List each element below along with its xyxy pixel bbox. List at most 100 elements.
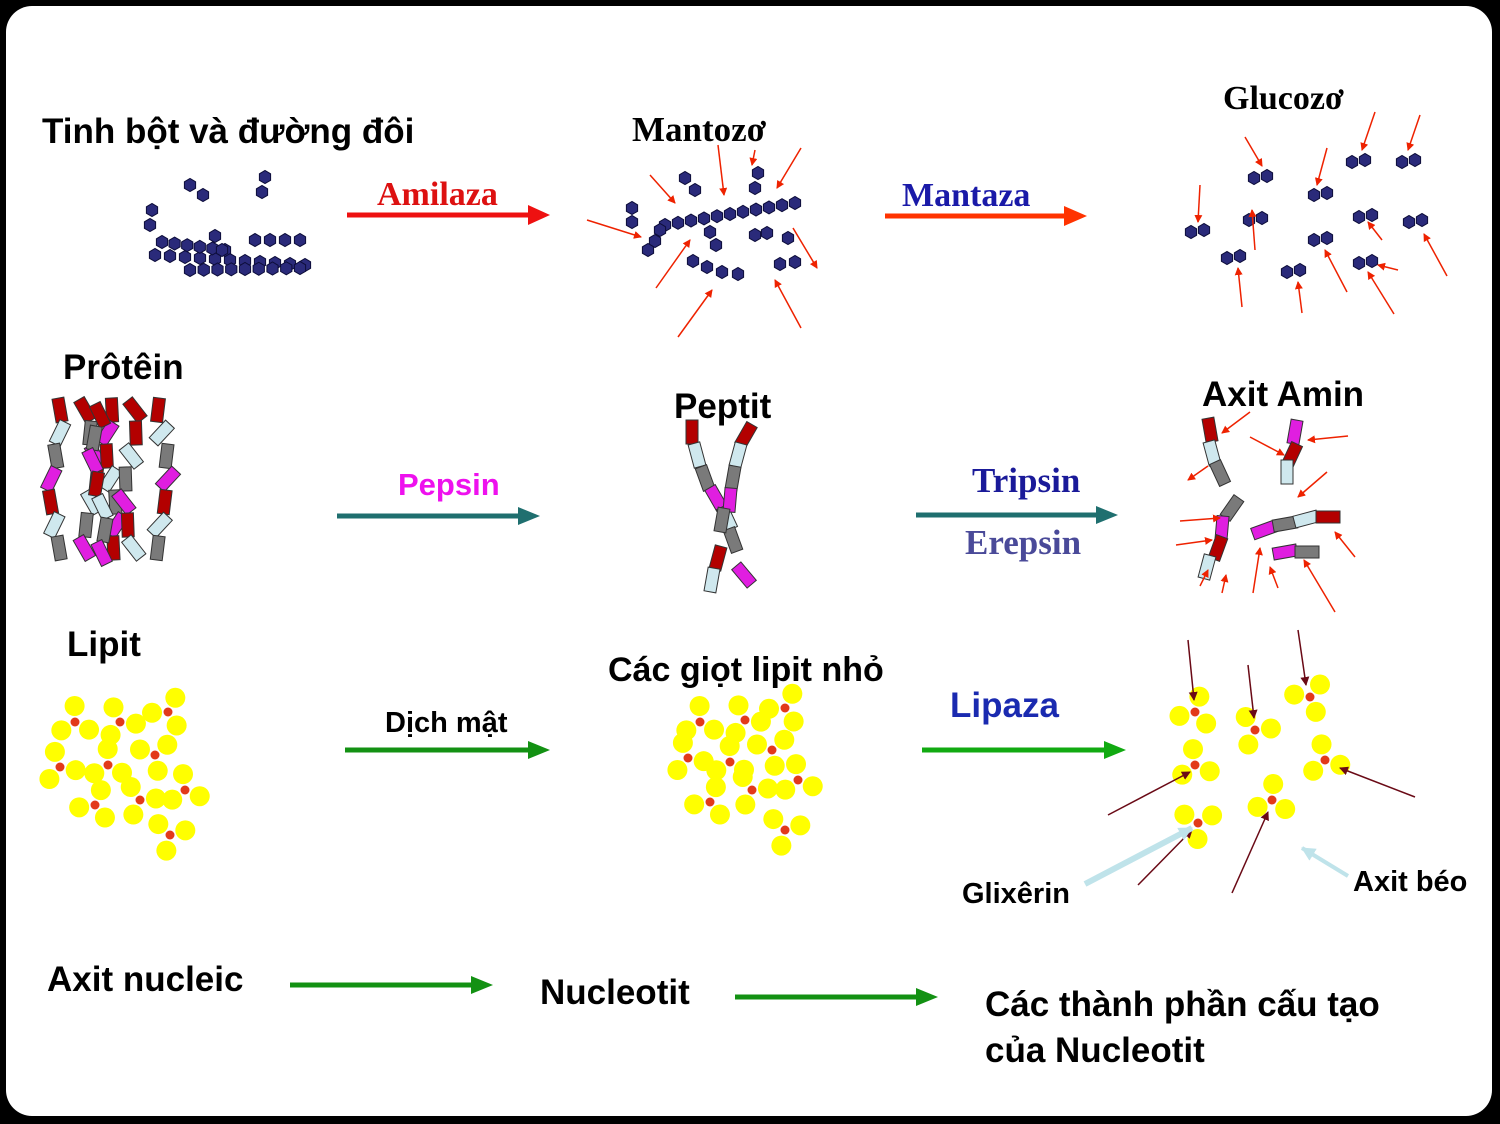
enzyme-pointer	[1248, 209, 1257, 251]
protein-label: Prôtêin	[63, 348, 184, 387]
amino-acid-unit	[99, 443, 114, 469]
glucose-unit	[293, 260, 307, 276]
fatty-acid-droplet	[1196, 713, 1217, 734]
lipid-cluster	[39, 687, 210, 861]
glucose-unit	[1184, 224, 1198, 240]
nucleotit-components-line-2: của Nucleotit	[985, 1031, 1205, 1070]
enzyme-pointer	[1249, 436, 1285, 456]
amino-acid-unit	[156, 488, 173, 516]
amino-acid-unit	[1286, 418, 1304, 446]
glixerin-pointer	[1083, 825, 1194, 887]
fatty-acid-droplet	[65, 760, 86, 781]
starch-molecule	[143, 169, 312, 278]
fatty-acid-droplet	[764, 755, 785, 776]
fatty-acid-droplet	[705, 777, 726, 798]
amino-acid-enzyme-pointers	[1175, 411, 1356, 613]
glucose-unit	[1358, 152, 1372, 168]
glycerol-dot	[70, 717, 80, 727]
enzyme-pointer	[1244, 136, 1263, 167]
glycerol-dot	[725, 757, 735, 767]
maltose-enzyme-pointers	[586, 144, 818, 338]
glucose-unit	[700, 259, 714, 275]
fatty-acid-droplet	[684, 794, 705, 815]
amino-acid-unit	[1271, 543, 1299, 561]
fatty-acid-droplet	[783, 711, 804, 732]
amino-acid-unit	[41, 488, 60, 516]
enzyme-pointer	[649, 174, 676, 204]
amino-acid-unit	[118, 466, 133, 492]
amino-acid-molecules	[1197, 416, 1341, 581]
glucose-unit	[1320, 185, 1334, 201]
amino-acid-unit	[98, 464, 123, 494]
fatty-acid-droplet	[1310, 674, 1331, 695]
fatty-acid-droplet	[166, 715, 187, 736]
tripsin-erepsin-arrowhead	[1096, 506, 1118, 524]
glucose-unit	[225, 262, 238, 277]
fatty-acid-droplet	[120, 776, 141, 797]
glycerol-dot	[135, 795, 145, 805]
glucose-unit	[688, 182, 702, 198]
glucose-unit	[788, 195, 802, 211]
dich-mat-label: Dịch mật	[385, 707, 508, 739]
glucose-unit	[781, 230, 795, 246]
glucose-unit	[788, 254, 802, 270]
glucose-unit	[181, 238, 194, 253]
giot-lipit-label: Các giọt lipit nhỏ	[608, 651, 884, 689]
amino-acid-unit	[91, 492, 114, 522]
protein-molecule	[39, 395, 182, 568]
fatty-acid-droplet	[1303, 760, 1324, 781]
fatty-acid-droplet	[1263, 774, 1284, 795]
enzyme-pointer	[1247, 664, 1258, 719]
glucose-unit	[168, 236, 181, 251]
fatty-acid-droplet	[802, 776, 823, 797]
fatty-acid-droplet	[746, 734, 767, 755]
glycerol-dot	[747, 785, 757, 795]
glucose-unit	[678, 170, 692, 186]
glucose-unit	[762, 200, 776, 215]
amino-acid-unit	[728, 441, 748, 469]
amino-acid-unit	[120, 512, 135, 538]
glucose-unit	[1307, 187, 1321, 203]
glucose-unit	[1352, 209, 1366, 225]
glycerol-dot	[180, 785, 190, 795]
dich-mat-arrowhead	[528, 741, 550, 759]
glucose-unit	[749, 202, 763, 217]
glucose-unit	[748, 227, 762, 243]
axit-amin-label: Axit Amin	[1202, 375, 1364, 414]
amino-acid-unit	[43, 510, 66, 540]
enzyme-pointer	[1294, 281, 1303, 314]
enzyme-pointer	[1107, 771, 1191, 816]
enzyme-pointer	[717, 144, 728, 196]
fatty-acid-droplet	[148, 814, 169, 835]
amino-acid-unit	[1294, 545, 1320, 559]
fatty-acid-droplet	[757, 778, 778, 799]
mantaza-arrowhead	[1064, 206, 1087, 226]
glucose-unit	[715, 264, 729, 280]
fatty-acid-droplet	[84, 763, 105, 784]
glycerol-dot	[103, 760, 113, 770]
glycerol-dot	[163, 707, 173, 717]
glucose-unit	[280, 261, 293, 276]
fatty-acid-droplet	[706, 760, 727, 781]
enzyme-pointer	[1367, 271, 1395, 315]
fatty-acid-droplet	[103, 697, 124, 718]
glucose-unit	[686, 253, 700, 269]
amino-acid-unit	[158, 442, 175, 470]
fatty-acid-droplet	[1284, 684, 1305, 705]
glycerol-dot	[695, 717, 705, 727]
glucose-unit	[155, 234, 169, 250]
enzyme-pointer	[1187, 465, 1209, 481]
glycerol-dot	[55, 762, 65, 772]
glucose-unit	[703, 224, 717, 240]
glucose-unit	[773, 256, 787, 272]
fatty-acid-droplet	[732, 766, 753, 787]
glixerin-label: Glixêrin	[962, 878, 1070, 910]
glucose-unit	[1233, 248, 1247, 264]
glucose-unit	[196, 187, 210, 203]
fatty-acid-droplet	[44, 741, 65, 762]
enzyme-pointer	[774, 279, 802, 329]
glucose-unit	[710, 209, 724, 224]
amino-acid-unit	[722, 526, 744, 554]
glucose-unit	[1320, 230, 1334, 246]
amino-acid-unit	[118, 442, 145, 470]
